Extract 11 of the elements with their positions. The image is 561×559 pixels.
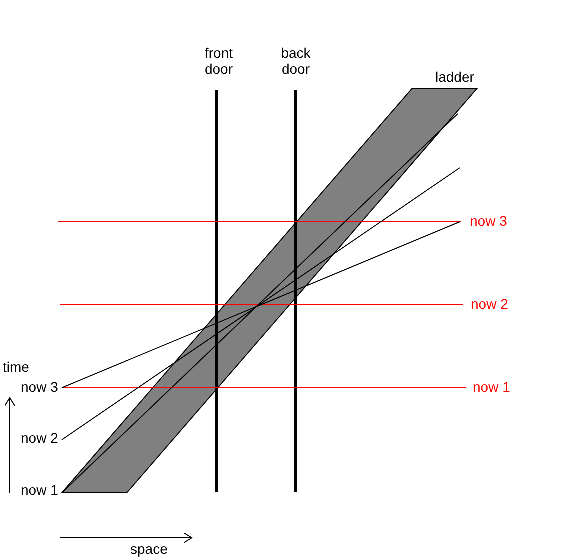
axis-label: time bbox=[3, 359, 30, 375]
time-label: now 1 bbox=[21, 482, 58, 498]
door-label: back door bbox=[280, 45, 312, 77]
time-label: now 2 bbox=[21, 430, 58, 446]
time-label: now 2 bbox=[471, 296, 508, 312]
axis-label: space bbox=[130, 541, 168, 557]
time-label: now 3 bbox=[21, 379, 58, 395]
door-label: front door bbox=[204, 45, 234, 77]
time-label: now 1 bbox=[473, 379, 510, 395]
ladder-label: ladder bbox=[436, 69, 474, 85]
time-label: now 3 bbox=[470, 213, 508, 229]
